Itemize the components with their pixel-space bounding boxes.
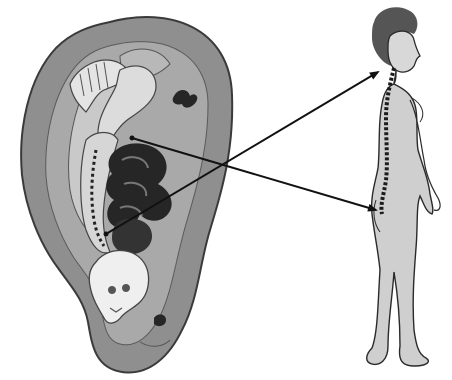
arrow-origin-back-dot [130,136,135,141]
arrow-origin-neck-dot [104,232,109,237]
